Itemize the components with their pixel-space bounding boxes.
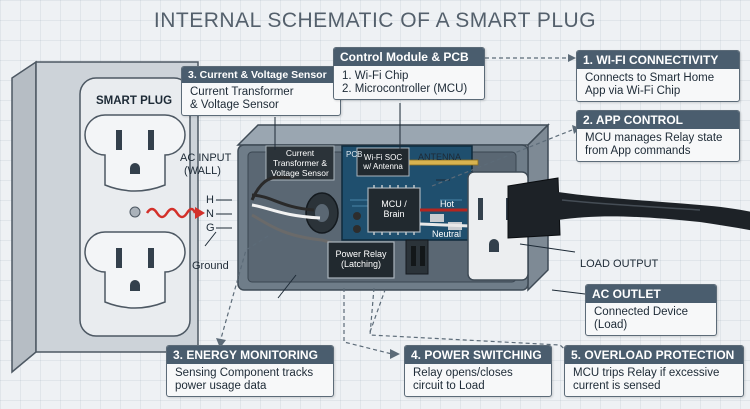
relay-switch — [405, 239, 429, 275]
ct-module — [265, 145, 335, 181]
ac-n-label: N — [206, 208, 214, 220]
callout-wifi-line1: Connects to Smart Home — [585, 72, 715, 84]
relay-text: Power Relay (Latching) — [328, 249, 394, 269]
ac-input-line1: AC INPUT — [180, 152, 232, 164]
callout-overload-header: 5. OVERLOAD PROTECTION — [565, 346, 743, 364]
callout-sensor-line2: & Voltage Sensor — [190, 99, 279, 111]
callout-switching-line1: Relay opens/closes — [413, 367, 513, 379]
callout-outlet-line2: (Load) — [594, 319, 628, 331]
ac-h-label: H — [206, 194, 214, 206]
power-relay — [327, 241, 395, 279]
ct-line2: Transformer & — [272, 158, 327, 168]
ct-line3: Voltage Sensor — [271, 168, 329, 178]
ac-g-label: G — [206, 222, 215, 234]
mcu-line2: Brain — [383, 209, 405, 219]
ac-input-line2: (WALL) — [184, 165, 221, 177]
callout-sensor-header: 3. Current & Voltage Sensor — [182, 67, 340, 83]
callout-control-header: Control Module & PCB — [334, 48, 484, 66]
ct-line1: Current — [285, 148, 315, 158]
callout-switching-header: 4. POWER SWITCHING — [405, 346, 551, 364]
callout-app: 2. APP CONTROL MCU manages Relay state f… — [576, 110, 740, 162]
internal-wires — [250, 175, 471, 247]
relay-line2: (Latching) — [340, 259, 382, 269]
wifi-soc-line2: w/ Antenna — [363, 162, 403, 171]
callout-app-line2: from App commands — [585, 145, 691, 157]
mcu-text: MCU / Brain — [368, 199, 420, 219]
callout-app-header: 2. APP CONTROL — [577, 111, 739, 129]
signal-arrows — [219, 57, 573, 355]
callout-overload-line1: MCU trips Relay if excessive — [573, 367, 720, 379]
callout-overload: 5. OVERLOAD PROTECTION MCU trips Relay i… — [564, 345, 744, 397]
mcu-chip — [367, 185, 421, 235]
neutral-label: Neutral — [432, 229, 462, 239]
antenna-label: ANTENNA — [418, 152, 462, 162]
callout-energy-header: 3. ENERGY MONITORING — [167, 346, 333, 364]
pcb-label: PCB — [346, 150, 363, 159]
callout-outlet-line1: Connected Device — [594, 306, 688, 318]
wifi-soc-chip — [356, 147, 410, 177]
callout-overload-line2: current is sensed — [573, 380, 661, 392]
callout-energy-line2: power usage data — [175, 380, 267, 392]
ac-wave-arrow — [195, 207, 205, 219]
diagram-title: INTERNAL SCHEMATIC OF A SMART PLUG — [153, 9, 597, 32]
callout-wifi-header: 1. WI-FI CONNECTIVITY — [577, 51, 739, 69]
wifi-soc-line1: Wi-Fi SOC — [363, 153, 403, 162]
ct-toroid — [305, 192, 339, 234]
callout-sensor: 3. Current & Voltage Sensor Current Tran… — [181, 66, 341, 116]
hot-label: Hot — [440, 199, 455, 209]
ac-input-leads — [216, 199, 232, 229]
callout-lines — [204, 103, 586, 299]
callout-sensor-line1: Current Transformer — [190, 86, 294, 98]
callout-switching-line2: circuit to Load — [413, 380, 485, 392]
callout-app-line1: MCU manages Relay state — [585, 132, 723, 144]
callout-wifi-line2: App via Wi-Fi Chip — [585, 85, 681, 97]
ground-label: Ground — [192, 260, 229, 272]
callout-energy-line1: Sensing Component tracks — [175, 367, 314, 379]
mcu-line1: MCU / — [381, 199, 407, 209]
wifi-soc-text: Wi-Fi SOC w/ Antenna — [357, 153, 409, 171]
wall-outlet — [11, 60, 199, 374]
ct-module-text: Current Transformer & Voltage Sensor — [266, 148, 334, 178]
callout-switching: 4. POWER SWITCHING Relay opens/closes ci… — [404, 345, 552, 397]
callout-control-line2: 2. Microcontroller (MCU) — [342, 83, 468, 95]
callout-outlet: AC OUTLET Connected Device (Load) — [585, 284, 717, 336]
callout-control: Control Module & PCB 1. Wi-Fi Chip 2. Mi… — [333, 47, 485, 100]
load-output-label: LOAD OUTPUT — [580, 258, 659, 270]
callout-wifi: 1. WI-FI CONNECTIVITY Connects to Smart … — [576, 50, 740, 102]
callout-control-line1: 1. Wi-Fi Chip — [342, 70, 409, 82]
ac-wave — [145, 207, 197, 219]
callout-energy: 3. ENERGY MONITORING Sensing Component t… — [166, 345, 334, 397]
load-plug-cable — [507, 177, 750, 239]
callout-outlet-header: AC OUTLET — [586, 285, 716, 303]
relay-line1: Power Relay — [335, 249, 387, 259]
wall-label: SMART PLUG — [96, 95, 173, 107]
